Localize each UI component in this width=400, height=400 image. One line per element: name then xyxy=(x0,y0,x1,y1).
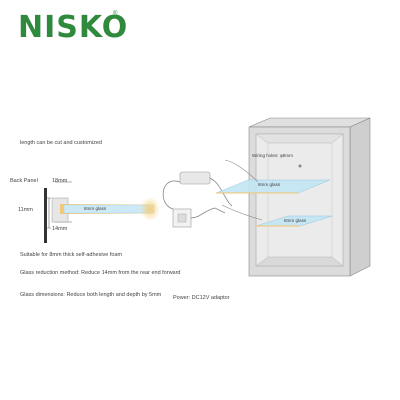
cabinet-top xyxy=(248,117,371,128)
cabinet xyxy=(215,117,371,277)
label-dim-14: 14mm xyxy=(52,226,68,232)
note-dimensions: Glass dimensions: Reduce both length and… xyxy=(20,292,162,298)
cable-1 xyxy=(162,180,181,210)
note-foam: Suitable for 8mm thick self-adhesive foa… xyxy=(20,252,123,258)
cabinet-side xyxy=(349,117,371,277)
label-dim-18: 18mm xyxy=(52,178,68,184)
wire-upper xyxy=(224,159,259,183)
note-cut: length can be cut and customized xyxy=(20,140,102,146)
registered-mark: ® xyxy=(113,11,118,17)
back-panel-bar xyxy=(44,188,47,243)
adaptor-box xyxy=(179,171,211,185)
wire-lower xyxy=(221,204,263,221)
cable-3 xyxy=(190,207,226,219)
label-dim-11: 11mm xyxy=(18,207,33,213)
label-wiring: Wiring holes: φ8mm xyxy=(252,153,294,158)
glow-end xyxy=(140,197,160,221)
label-glass: 8mm glass xyxy=(84,206,107,211)
brand-logo: NISKO xyxy=(18,10,129,45)
power-adaptor-group xyxy=(162,171,233,228)
note-power: Power: DC12V adaptor xyxy=(173,295,230,301)
label-glass-upper: 8mm glass xyxy=(258,182,281,187)
note-reduction: Glass reduction method: Reduce 14mm from… xyxy=(20,270,181,276)
cabinet-inner xyxy=(255,133,344,267)
label-back-panel: Back Panel xyxy=(10,178,38,184)
label-glass-lower: 8mm glass xyxy=(284,218,307,223)
profile-section xyxy=(44,181,160,243)
